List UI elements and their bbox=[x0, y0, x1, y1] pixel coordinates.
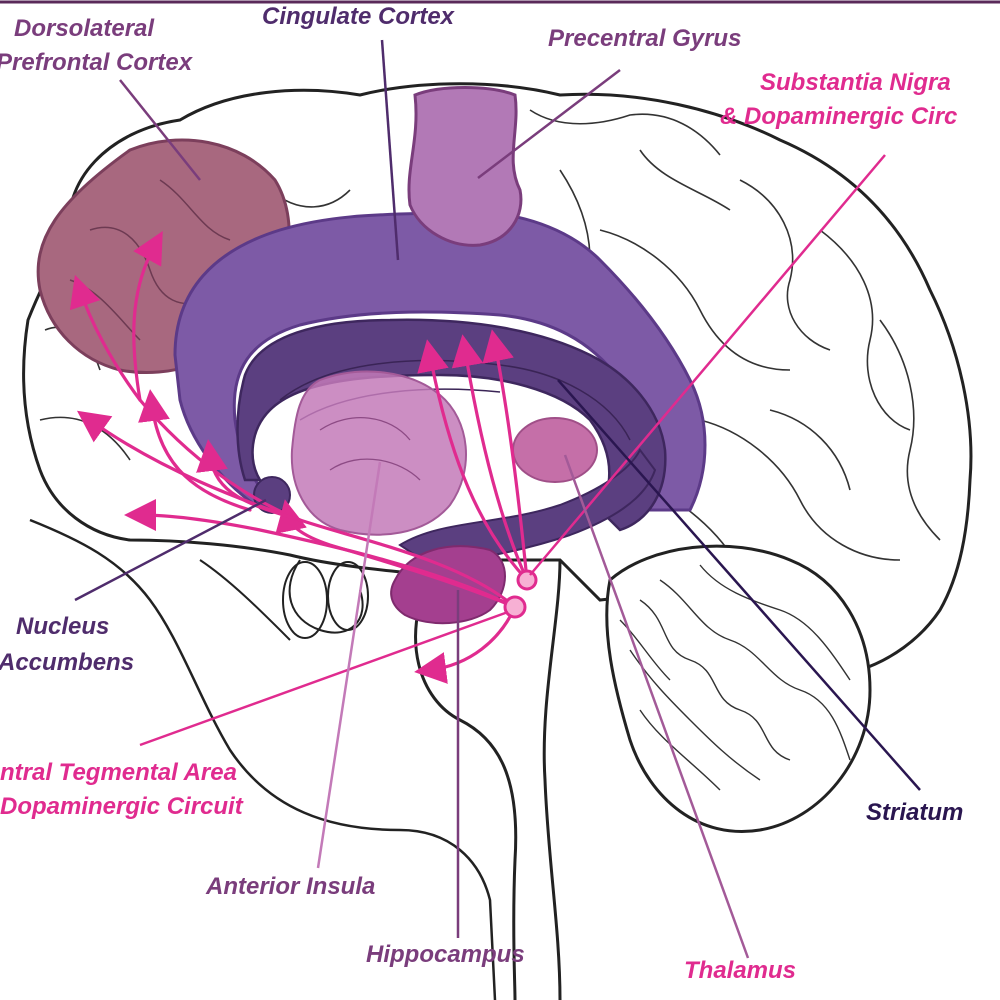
precentral-gyrus-region bbox=[407, 86, 523, 247]
label-nucleus-accumbens-line-2: Accumbens bbox=[0, 649, 135, 676]
label-precentral-gyrus: Precentral Gyrus bbox=[548, 25, 742, 52]
label-nucleus-accumbens-line-1: Nucleus bbox=[16, 613, 110, 640]
thalamus-region bbox=[512, 417, 598, 483]
cerebellum bbox=[605, 544, 872, 833]
label-substantia-nigra-line-2: & Dopaminergic Circ bbox=[720, 103, 958, 130]
pituitary-outline bbox=[199, 559, 364, 641]
anterior-insula-region bbox=[290, 370, 467, 536]
brainstem-outline bbox=[414, 559, 562, 1000]
label-hippocampus: Hippocampus bbox=[366, 941, 525, 968]
label-anterior-insula: Anterior Insula bbox=[206, 873, 376, 900]
label-dlpfc-line-1: Dorsolateral bbox=[14, 15, 155, 42]
substantia-nigra-node bbox=[516, 569, 538, 591]
cerebellum-folia bbox=[619, 564, 851, 791]
leader-lines bbox=[74, 39, 921, 959]
label-substantia-nigra: Substantia Nigra bbox=[760, 66, 951, 100]
label-substantia-nigra-line-1: Substantia Nigra bbox=[760, 69, 951, 96]
label-vta-line-2: Dopaminergic Circuit bbox=[0, 793, 243, 820]
label-nucleus-accumbens: Nucleus bbox=[16, 610, 109, 644]
label-vta-second: Dopaminergic Circuit bbox=[0, 790, 243, 824]
label-thalamus: Thalamus bbox=[684, 957, 797, 984]
optic-structure bbox=[327, 561, 369, 631]
label-striatum: Striatum bbox=[866, 799, 964, 826]
label-dlpfc-second: Prefrontal Cortex bbox=[0, 46, 192, 80]
face-outline bbox=[29, 518, 497, 1000]
label-dlpfc-line-2: Prefrontal Cortex bbox=[0, 49, 193, 76]
label-dorsolateral-prefrontal-cortex: Dorsolateral bbox=[14, 12, 154, 46]
vta-node bbox=[503, 595, 527, 619]
label-vta-line-1: ntral Tegmental Area bbox=[0, 759, 237, 786]
label-ventral-tegmental-area: ntral Tegmental Area bbox=[0, 756, 237, 790]
hippocampus-region bbox=[390, 545, 506, 625]
label-cingulate-cortex: Cingulate Cortex bbox=[262, 3, 455, 30]
label-nucleus-accumbens-second: Accumbens bbox=[0, 646, 134, 680]
label-substantia-nigra-second: & Dopaminergic Circ bbox=[720, 100, 1000, 134]
optic-structure bbox=[282, 561, 328, 639]
dopaminergic-pathways bbox=[69, 231, 529, 684]
insula-gyri bbox=[319, 417, 421, 481]
